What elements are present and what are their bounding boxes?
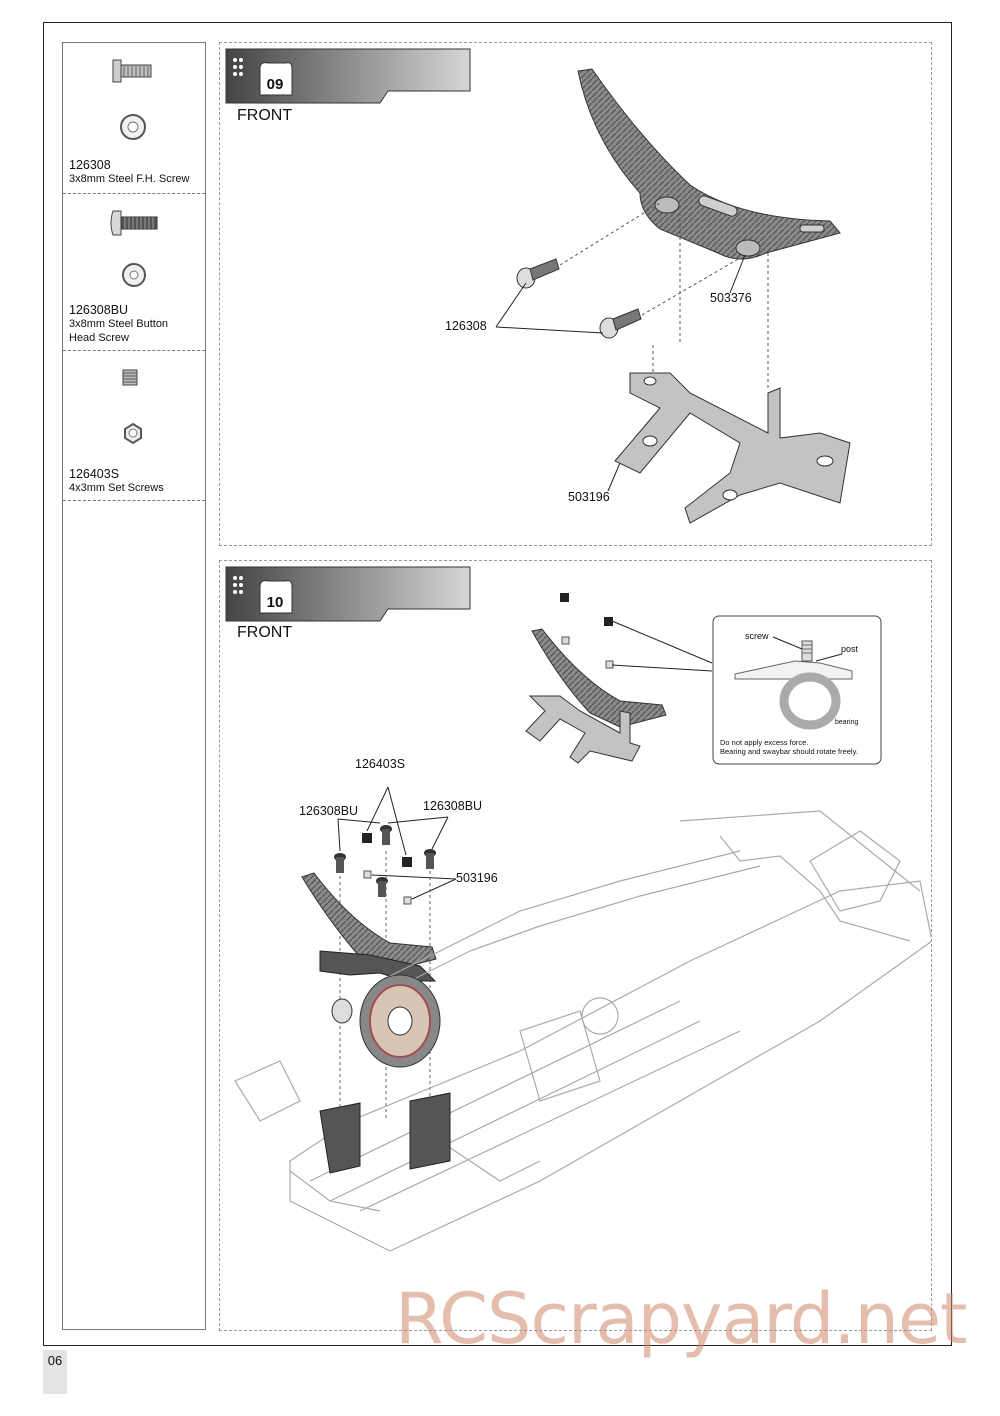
part-item: 126308 3x8mm Steel F.H. Screw [63,43,205,194]
part-description-line: Head Screw [69,332,129,344]
bearing-holder-left [319,1102,361,1174]
set-screw-icon [362,833,372,843]
button-head-screw-icon [376,877,388,897]
part-item: 126308BU 3x8mm Steel Button Head Screw [63,193,205,351]
step-number: 09 [266,76,284,93]
bearing-holder-right [409,1092,451,1170]
page-number: 06 [43,1350,67,1394]
part-description-line: 3x8mm Steel Button [69,318,169,330]
inset-swaybar-post [734,660,853,680]
callout-label: 503196 [568,490,610,504]
inset-bearing [779,672,841,730]
step-09-panel: 09 FRONT 126308 503376 503196 [219,42,932,546]
dots-icon [233,58,243,76]
assembled-tower-small [525,593,667,764]
callout-label: 126308BU [299,804,359,818]
step-number: 10 [266,594,284,611]
part-description: 3x8mm Steel F.H. Screw [69,173,190,185]
parts-bag-icon [259,62,293,96]
inset-label-post: post [841,644,859,654]
part-description: 4x3mm Set Screws [69,482,164,494]
set-screw-icon [122,369,142,445]
inset-note-line: Bearing and swaybar should rotate freely… [720,747,858,756]
part-code: 126308 [69,158,111,172]
inset-label-screw: screw [745,631,769,641]
carbon-shock-tower [301,872,437,972]
button-head-screw-icon [380,825,392,845]
button-head-screw-icon [334,853,346,873]
front-label: FRONT [237,624,293,641]
set-screw-icon [402,857,412,867]
callout-label: 126308 [445,319,487,333]
detail-inset [712,615,882,765]
watermark: RCScrapyard.net [395,1278,967,1360]
part-code: 126403S [69,467,120,481]
carbon-shock-tower [577,68,841,260]
step-10-illustration [225,566,931,1252]
shock-tower-holder [614,372,851,524]
step-09-illustration [225,48,851,524]
callout-label: 126403S [355,757,406,771]
inset-note-line: Do not apply excess force. [720,738,809,747]
button-head-screw-icon [110,210,158,287]
page-frame [43,22,952,1346]
front-label: FRONT [237,107,293,124]
inset-set-screw [801,640,813,662]
button-head-screw-icon [424,849,436,869]
callout-label: 126308BU [423,799,483,813]
flat-head-screw-icon [599,308,642,339]
chassis-outline [234,810,931,1252]
part-item: 126403S 4x3mm Set Screws [63,350,205,501]
step-10-panel: 10 FRONT 126403S 126308BU 126308BU 50319… [219,560,932,1331]
dots-icon [233,576,243,594]
part-code: 126308BU [69,303,129,317]
inset-label-bearing: bearing [835,719,859,726]
callout-label: 503196 [456,871,498,885]
callout-label: 503376 [710,291,752,305]
part-description: 3x8mm Steel Button Head Screw [69,317,205,345]
parts-sidebar: 126308 3x8mm Steel F.H. Screw 126308BU 3… [62,42,206,1330]
flat-head-screw-icon [516,258,560,289]
parts-bag-icon [259,580,293,614]
flat-head-screw-icon [112,59,152,140]
